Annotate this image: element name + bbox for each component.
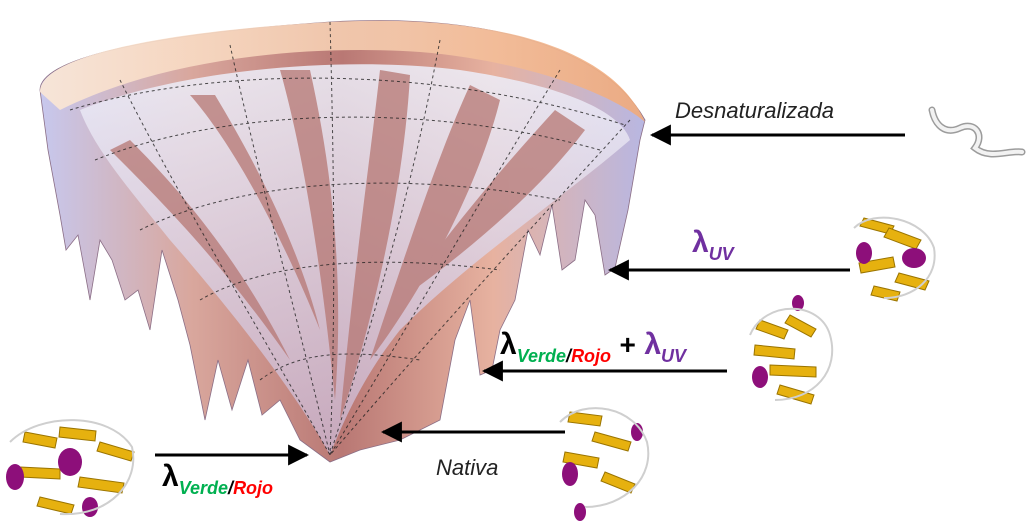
label-denatured: Desnaturalizada <box>675 100 834 122</box>
protein-structure-icon <box>560 408 648 521</box>
plus-sign: + <box>620 329 636 360</box>
red-subscript: Rojo <box>233 478 273 498</box>
protein-structure-icon <box>854 218 935 301</box>
protein-structure-icon <box>750 295 832 404</box>
green-subscript: Verde <box>179 478 228 498</box>
red-subscript: Rojo <box>571 346 611 366</box>
lambda-symbol: λ <box>644 328 661 361</box>
lambda-symbol: λ <box>692 226 709 259</box>
uv-subscript: UV <box>661 346 686 366</box>
protein-structure-icon <box>6 420 134 517</box>
label-lambda-visible: λVerde/Rojo <box>162 462 273 497</box>
folding-funnel <box>40 21 645 462</box>
denatured-chain-icon <box>932 110 1022 154</box>
lambda-symbol: λ <box>162 460 179 493</box>
label-lambda-visible-plus-uv: λVerde/Rojo + λUV <box>500 330 686 365</box>
label-native: Nativa <box>436 457 498 479</box>
lambda-symbol: λ <box>500 328 517 361</box>
uv-subscript: UV <box>709 244 734 264</box>
green-subscript: Verde <box>517 346 566 366</box>
label-lambda-uv: λUV <box>692 228 734 263</box>
